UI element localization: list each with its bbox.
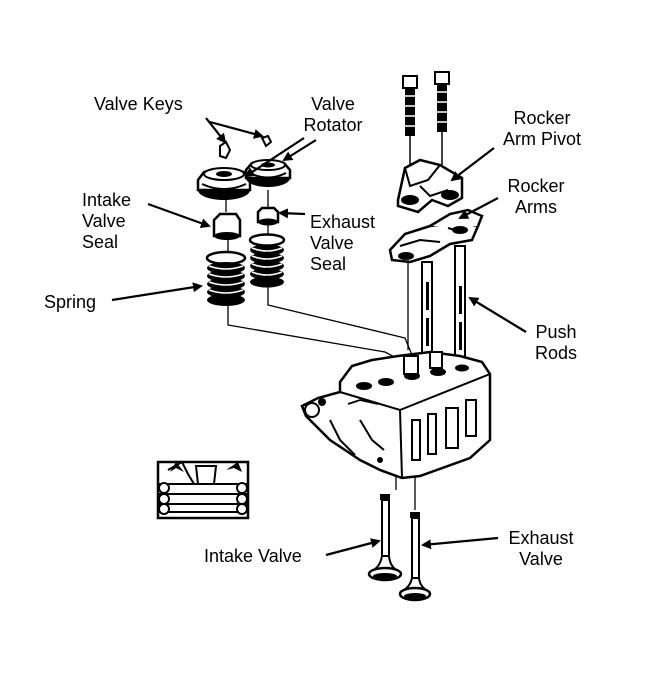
- label-rocker-arms-line-2: Arms: [515, 197, 557, 217]
- label-exhaust-valve-line-2: Valve: [519, 549, 563, 569]
- exhaust-valve: [398, 512, 432, 602]
- label-intake-valve-seal-line-2: Valve: [82, 211, 126, 231]
- rocker-bolt-left: [402, 75, 418, 136]
- label-push-rods: Push Rods: [526, 322, 586, 364]
- label-rocker-arms-line-1: Rocker: [507, 176, 565, 196]
- label-valve-rotator-line-1: Valve: [311, 94, 355, 114]
- label-exhaust-valve-seal-line-2: Valve: [310, 233, 354, 253]
- push-rods: [421, 245, 466, 375]
- label-exhaust-valve-seal-line-1: Exhaust: [310, 212, 376, 232]
- label-exhaust-valve-seal: Exhaust Valve Seal: [310, 212, 375, 275]
- valve-rotator-exhaust: [244, 159, 292, 187]
- exhaust-valve-spring: [248, 233, 286, 288]
- intake-valve-spring: [205, 250, 247, 306]
- label-rocker-arm-pivot-line-1: Rocker: [513, 108, 571, 128]
- label-valve-keys: Valve Keys: [94, 94, 183, 114]
- label-exhaust-valve-line-1: Exhaust: [508, 528, 574, 548]
- label-intake-valve-seal: Intake Valve Seal: [82, 190, 131, 253]
- label-push-rods-line-1: Push: [535, 322, 577, 342]
- label-spring: Spring: [44, 292, 97, 312]
- label-intake-valve-seal-line-1: Intake: [82, 190, 132, 210]
- label-push-rods-line-2: Rods: [534, 343, 578, 363]
- label-intake-valve-seal-line-3: Seal: [82, 232, 119, 252]
- label-rocker-arm-pivot: Rocker Arm Pivot: [492, 108, 592, 150]
- label-valve-rotator: Valve Rotator: [300, 94, 366, 136]
- rocker-arm-pivot: [396, 158, 464, 214]
- label-valve-rotator-line-2: Rotator: [303, 115, 363, 135]
- label-rocker-arm-pivot-line-2: Arm Pivot: [502, 129, 581, 149]
- label-intake-valve: Intake Valve: [204, 546, 302, 566]
- cylinder-head: [300, 350, 492, 480]
- label-exhaust-valve-seal-line-3: Seal: [310, 254, 347, 274]
- rocker-bolt-right: [434, 71, 450, 132]
- cross-section-inset: [156, 460, 250, 520]
- intake-valve-seal: [212, 212, 242, 240]
- rocker-arms: [388, 208, 484, 264]
- exhaust-valve-seal: [256, 206, 280, 226]
- leader-arrows: [111, 117, 527, 557]
- label-rocker-arms: Rocker Arms: [500, 176, 572, 218]
- valve-keys: [219, 134, 273, 160]
- valve-rotator-intake: [196, 167, 252, 200]
- label-exhaust-valve: Exhaust Valve: [500, 528, 582, 570]
- intake-valve: [367, 494, 403, 582]
